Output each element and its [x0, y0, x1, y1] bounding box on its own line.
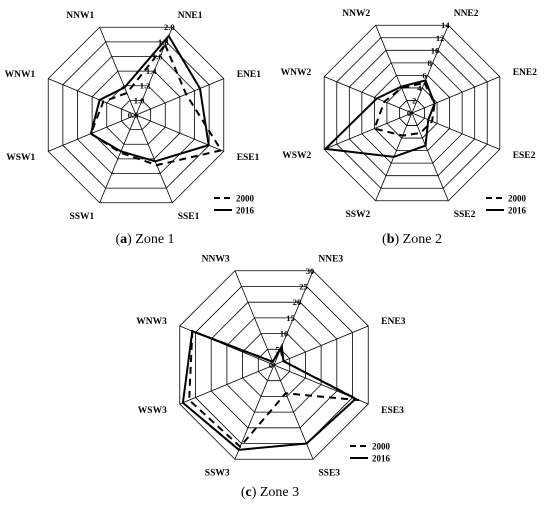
tick-label: 1.6 [152, 51, 163, 61]
tick-label: 1.4 [146, 66, 157, 76]
tick-label: 30 [306, 266, 315, 276]
grid-spoke [179, 364, 275, 405]
grid-spoke [48, 78, 137, 116]
radar-panel-zone-1: 0.61.01.21.41.61.82.0NNE1ENE1ESE1SSE1SSW… [5, 11, 262, 247]
panel-caption: (a) Zone 1 [115, 232, 174, 247]
direction-label: NNW2 [342, 9, 370, 19]
direction-label: NNE2 [454, 9, 479, 19]
tick-label: 6 [422, 70, 426, 80]
direction-label: WNW1 [5, 70, 36, 80]
grid-spoke [99, 27, 137, 116]
direction-label: SSW3 [205, 469, 230, 479]
tick-label: 0 [407, 108, 411, 118]
series-2016-line [89, 34, 210, 163]
tick-label: 14 [441, 20, 450, 30]
direction-label: SSE1 [178, 212, 200, 222]
grid-spoke [411, 25, 449, 114]
series-2000-line [373, 81, 436, 137]
legend-label-2000: 2000 [508, 194, 527, 204]
direction-label: NNW1 [66, 11, 94, 21]
grid-spoke [324, 76, 413, 114]
tick-label: 0.6 [128, 110, 139, 120]
direction-label: WSW2 [282, 151, 311, 161]
series-2000-line [89, 42, 223, 167]
tick-label: 1.0 [134, 95, 145, 105]
direction-label: SSW1 [69, 212, 94, 222]
legend-label-2016: 2016 [372, 454, 391, 464]
tick-label: 25 [299, 281, 308, 291]
tick-label: 5 [275, 344, 279, 354]
tick-label: 0 [269, 360, 273, 370]
grid-spoke [411, 112, 449, 201]
direction-label: ENE3 [381, 317, 406, 327]
grid-spoke [135, 114, 173, 203]
direction-label: SSE3 [318, 469, 340, 479]
grid-spoke [375, 25, 413, 114]
grid-spoke [411, 76, 500, 114]
legend-label-2000: 2000 [372, 442, 391, 452]
tick-label: 12 [436, 33, 445, 43]
panel-caption: (c) Zone 3 [241, 485, 299, 500]
tick-label: 10 [280, 329, 289, 339]
direction-label: WSW3 [138, 406, 167, 416]
direction-label: WNW2 [281, 68, 312, 78]
tick-label: 2.0 [164, 22, 175, 32]
direction-label: ESE3 [381, 406, 404, 416]
tick-label: 10 [431, 45, 440, 55]
grid-spoke [234, 364, 275, 460]
direction-label: SSW2 [345, 210, 370, 220]
grid-spoke [135, 78, 224, 116]
grid-spoke [273, 325, 369, 366]
tick-label: 1.2 [140, 81, 151, 91]
tick-label: 8 [428, 58, 432, 68]
grid-spoke [411, 112, 500, 150]
direction-label: ENE1 [237, 70, 262, 80]
direction-label: ESE2 [513, 151, 536, 161]
direction-label: ENE2 [513, 68, 538, 78]
tick-label: 2 [412, 95, 416, 105]
direction-label: NNW3 [202, 254, 230, 264]
grid-spoke [135, 27, 173, 116]
grid-spoke [324, 112, 413, 150]
direction-label: NNE1 [178, 11, 203, 21]
legend-label-2000: 2000 [236, 194, 255, 204]
tick-label: 4 [417, 83, 422, 93]
direction-label: ESE1 [237, 153, 260, 163]
legend-label-2016: 2016 [236, 206, 255, 216]
grid-spoke [99, 114, 137, 203]
grid-spoke [48, 114, 137, 152]
direction-label: WNW3 [136, 317, 167, 327]
legend-label-2016: 2016 [508, 206, 527, 216]
tick-label: 15 [286, 313, 295, 323]
tick-label: 20 [293, 297, 302, 307]
direction-label: WSW1 [6, 153, 35, 163]
grid-spoke [234, 270, 275, 366]
direction-label: NNE3 [318, 254, 343, 264]
series-2016-line [323, 79, 436, 158]
direction-label: SSE2 [454, 210, 476, 220]
panel-caption: (b) Zone 2 [382, 232, 442, 247]
series-2016-line [181, 329, 358, 451]
